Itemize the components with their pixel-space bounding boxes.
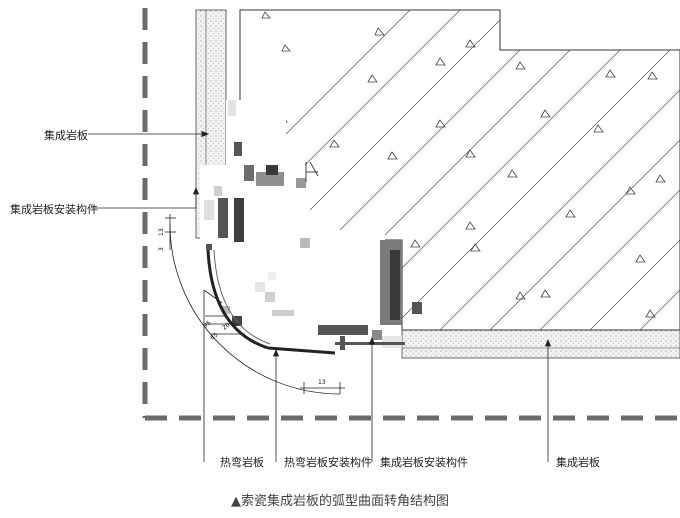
mosaic-mask [200,100,422,348]
bottom-wall-strip [401,329,680,359]
fastener-symbol [305,161,319,182]
corner-detail-drawing: 13 3 13 95 65 20 [88,8,680,462]
dim-d3: 13 [318,379,326,386]
label-bent-panel: 热弯岩板 [220,456,264,469]
label-fitting-left: 集成岩板安装构件 [10,203,98,216]
dim-d6: 20 [221,321,231,331]
bent-panel [206,249,336,355]
dim-d1: 13 [158,228,165,236]
dim-d2: 3 [158,247,165,251]
figure-caption: ▲索瓷集成岩板的弧型曲面转角结构图 [231,494,449,509]
dashed-boundary [142,8,680,421]
label-fitting-bottom-1: 热弯岩板安装构件 [284,456,372,469]
dim-d4: 95 [202,319,212,329]
dimension-texts: 13 3 13 95 65 20 [158,228,326,386]
label-panel-bottom: 集成岩板 [556,456,600,469]
label-fitting-bottom-2: 集成岩板安装构件 [380,456,468,469]
label-panel-left: 集成岩板 [44,129,88,142]
dimension-lines [165,214,345,395]
leader-lines [88,130,552,462]
dim-d5: 65 [209,331,219,341]
